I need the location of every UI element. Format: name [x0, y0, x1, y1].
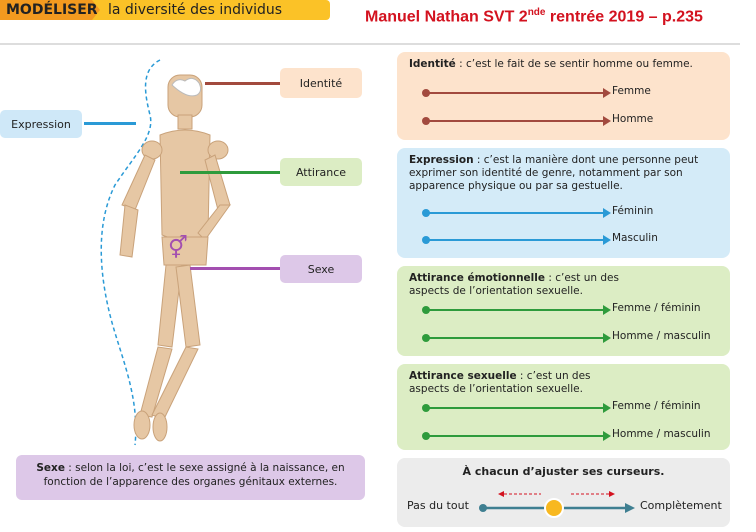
axis-arrow — [422, 431, 611, 441]
header-title: la diversité des individus — [108, 2, 283, 18]
axis-label: Femme — [612, 85, 651, 97]
axis-arrow — [422, 116, 611, 126]
axis-arrow — [422, 305, 611, 315]
slider-max-label: Complètement — [640, 499, 722, 512]
panel-text: : c’est la manière dont une personne peu… — [409, 154, 699, 192]
slider-panel: À chacun d’ajuster ses curseurs. Pas du … — [397, 458, 730, 527]
axis-arrow — [422, 88, 611, 98]
axis-arrow — [422, 403, 611, 413]
mannequin-illustration: ⚥ — [100, 59, 231, 446]
panel-term: Identité — [409, 58, 456, 70]
slider-title: À chacun d’ajuster ses curseurs. — [462, 465, 665, 478]
panel-identite: Identité : c’est le fait de se sentir ho… — [397, 52, 730, 140]
panel-expression: Expression : c’est la manière dont une p… — [397, 148, 730, 258]
axis-arrow — [422, 208, 611, 218]
axis-label: Masculin — [612, 232, 658, 244]
sexe-text: : selon la loi, c’est le sexe assigné à … — [43, 462, 345, 488]
axis-label: Homme / masculin — [612, 428, 711, 440]
label-sexe: Sexe — [280, 255, 362, 283]
panel-text: : c’est un des aspects de l’orientation … — [409, 370, 591, 395]
ref-sup: nde — [527, 7, 546, 18]
sexe-connector — [190, 267, 280, 270]
axis-arrow — [422, 235, 611, 245]
axis-arrow — [422, 333, 611, 343]
header-tag: MODÉLISER — [0, 0, 100, 20]
slider-knob[interactable] — [544, 498, 564, 518]
panel-text: : c’est un des aspects de l’orientation … — [409, 272, 619, 297]
panel-attirance-emotionnelle: Attirance émotionnelle : c’est un des as… — [397, 266, 730, 356]
reference: Manuel Nathan SVT 2nde rentrée 2019 – p.… — [365, 7, 703, 26]
panel-term: Attirance émotionnelle — [409, 272, 546, 284]
axis-label: Femme / féminin — [612, 400, 701, 412]
label-identite: Identité — [280, 68, 362, 98]
ref-prefix: Manuel Nathan SVT 2 — [365, 8, 528, 26]
axis-label: Homme / masculin — [612, 330, 711, 342]
attirance-connector — [180, 171, 280, 174]
panel-term: Attirance sexuelle — [409, 370, 517, 382]
ref-suffix: rentrée 2019 – p.235 — [545, 8, 703, 26]
slider-track[interactable] — [479, 486, 639, 522]
slider-min-label: Pas du tout — [407, 499, 469, 512]
panel-term: Expression — [409, 154, 474, 166]
identite-connector — [205, 82, 280, 85]
axis-label: Féminin — [612, 205, 654, 217]
svg-text:⚥: ⚥ — [168, 234, 188, 261]
axis-label: Homme — [612, 113, 654, 125]
divider — [0, 43, 740, 45]
panel-attirance-sexuelle: Attirance sexuelle : c’est un des aspect… — [397, 364, 730, 450]
axis-label: Femme / féminin — [612, 302, 701, 314]
sexe-term: Sexe — [36, 462, 65, 474]
sexe-note: Sexe : selon la loi, c’est le sexe assig… — [16, 455, 365, 500]
panel-text: : c’est le fait de se sentir homme ou fe… — [455, 58, 693, 70]
expression-connector — [84, 122, 136, 125]
label-expression: Expression — [0, 110, 82, 138]
label-attirance: Attirance — [280, 158, 362, 186]
